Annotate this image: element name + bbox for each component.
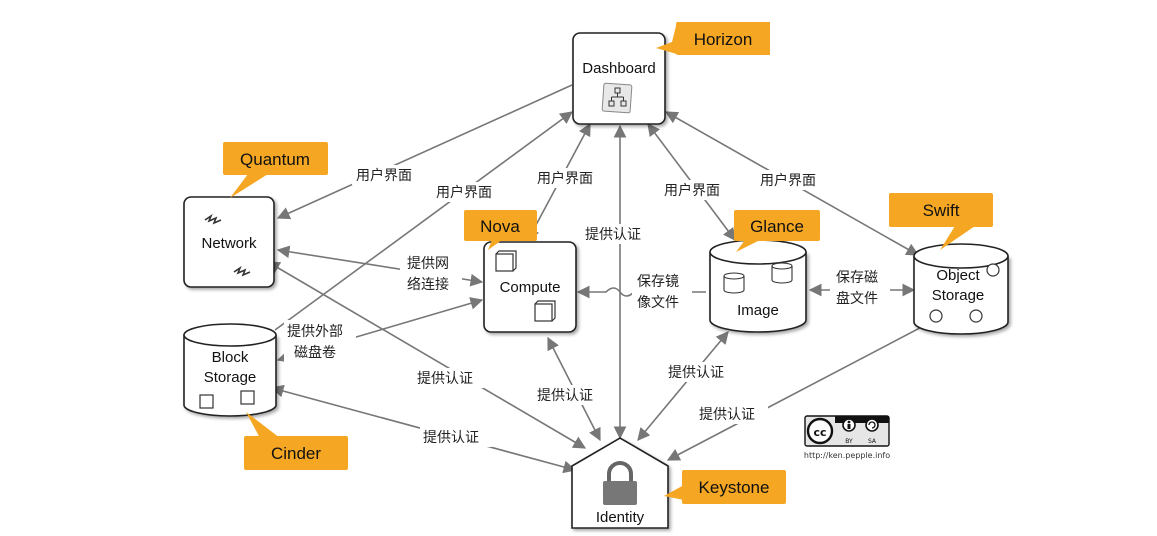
network-node: Network bbox=[183, 196, 275, 288]
identity-label: Identity bbox=[596, 509, 645, 526]
lock-icon bbox=[603, 461, 637, 505]
compute-node: Compute bbox=[483, 241, 577, 333]
disk-icon bbox=[771, 262, 793, 284]
arrow-image-compute bbox=[576, 285, 706, 299]
label-ui-network: 用户界面 bbox=[356, 167, 412, 184]
compute-label: Compute bbox=[500, 279, 561, 296]
by-text: BY bbox=[845, 438, 853, 445]
label-auth-object: 提供认证 bbox=[699, 407, 755, 423]
cc-text: cc bbox=[813, 426, 826, 439]
credit-url: http://ken.pepple.info bbox=[804, 451, 890, 460]
identity-node: Identity bbox=[571, 437, 669, 529]
object-icon bbox=[969, 309, 983, 323]
callout-quantum: Quantum bbox=[223, 142, 328, 198]
callout-glance-label: Glance bbox=[750, 217, 804, 236]
label-store-disk-line1: 保存磁 bbox=[836, 270, 878, 286]
label-auth-network: 提供认证 bbox=[417, 371, 473, 387]
label-store-image-line2: 像文件 bbox=[637, 295, 679, 311]
label-ui-compute: 用户界面 bbox=[537, 170, 593, 187]
label-auth-compute: 提供认证 bbox=[537, 388, 593, 404]
callout-horizon-label: Horizon bbox=[694, 30, 753, 49]
cc-icon bbox=[806, 417, 834, 445]
object-storage-label-line1: Object bbox=[936, 267, 980, 284]
object-storage-node: Object Storage bbox=[913, 243, 1009, 335]
label-auth-block: 提供认证 bbox=[423, 430, 479, 446]
dashboard-label: Dashboard bbox=[582, 60, 655, 77]
block-storage-node: Block Storage bbox=[183, 323, 277, 417]
image-label: Image bbox=[737, 302, 779, 319]
label-network-service-line1: 提供网 bbox=[407, 256, 449, 272]
arrow-dashboard-network bbox=[276, 84, 573, 220]
lightning-icon bbox=[204, 213, 222, 225]
dashboard-icon bbox=[601, 82, 633, 114]
label-auth-image: 提供认证 bbox=[668, 365, 724, 381]
label-ui-object: 用户界面 bbox=[760, 172, 816, 189]
arrow-identity-object bbox=[666, 319, 937, 461]
label-external-disk-line2: 磁盘卷 bbox=[294, 344, 336, 361]
label-ui-block: 用户界面 bbox=[436, 184, 492, 201]
label-store-image-line1: 保存镜 bbox=[637, 274, 679, 290]
image-node: Image bbox=[709, 239, 807, 333]
network-label: Network bbox=[201, 235, 257, 252]
lightning-icon bbox=[233, 265, 251, 277]
label-network-service-line2: 络连接 bbox=[407, 276, 449, 293]
callout-cinder: Cinder bbox=[244, 412, 348, 470]
label-external-disk-line1: 提供外部 bbox=[287, 324, 343, 340]
callout-nova-label: Nova bbox=[480, 217, 520, 236]
volume-icon bbox=[199, 394, 214, 409]
callout-swift-label: Swift bbox=[923, 201, 960, 220]
callout-keystone: Keystone bbox=[664, 470, 786, 504]
callout-keystone-label: Keystone bbox=[699, 478, 770, 497]
callout-nova: Nova bbox=[464, 210, 537, 250]
block-storage-label-line2: Storage bbox=[204, 369, 257, 386]
cc-license-badge: cc BY SA http://ken.pepple.info bbox=[804, 415, 890, 460]
callout-swift: Swift bbox=[889, 193, 993, 250]
object-icon bbox=[929, 309, 943, 323]
volume-icon bbox=[240, 390, 255, 405]
disk-icon bbox=[723, 272, 745, 294]
callout-horizon: Horizon bbox=[656, 22, 770, 55]
callout-quantum-label: Quantum bbox=[240, 150, 310, 169]
dashboard-node: Dashboard bbox=[572, 32, 666, 125]
label-ui-image: 用户界面 bbox=[664, 182, 720, 199]
object-storage-label-line2: Storage bbox=[932, 287, 985, 304]
block-storage-label-line1: Block bbox=[212, 349, 249, 366]
server-icon bbox=[495, 250, 517, 272]
edge-labels: 用户界面 用户界面 用户界面 用户界面 用户界面 提供认证 提供网 络连接 保存… bbox=[284, 165, 890, 447]
object-icon bbox=[986, 263, 1000, 277]
server-icon bbox=[534, 300, 556, 322]
callout-glance: Glance bbox=[734, 210, 820, 252]
label-auth-dashboard: 提供认证 bbox=[585, 227, 641, 243]
share-alike-icon bbox=[865, 418, 879, 432]
callout-cinder-label: Cinder bbox=[271, 444, 321, 463]
label-store-disk-line2: 盘文件 bbox=[836, 290, 878, 307]
sa-text: SA bbox=[868, 438, 877, 445]
